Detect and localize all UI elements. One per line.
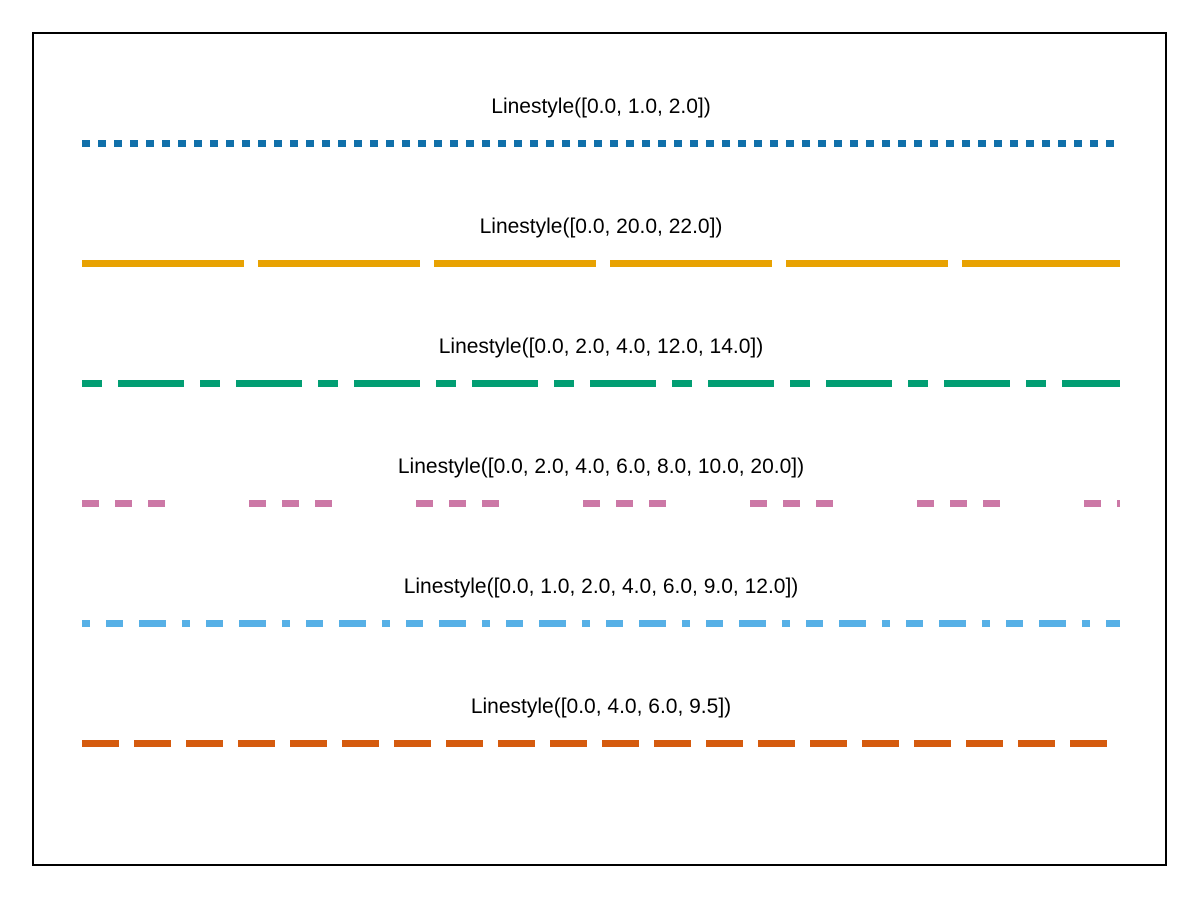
linestyle-row: Linestyle([0.0, 1.0, 2.0, 4.0, 6.0, 9.0,…: [82, 574, 1120, 670]
dash-stroke: [82, 620, 1120, 627]
linestyle-line-4: [82, 620, 1120, 627]
linestyle-label: Linestyle([0.0, 1.0, 2.0, 4.0, 6.0, 9.0,…: [403, 575, 799, 598]
dash-stroke: [82, 140, 1120, 147]
linestyle-label: Linestyle([0.0, 1.0, 2.0]): [491, 95, 711, 118]
linestyle-label: Linestyle([0.0, 2.0, 4.0, 6.0, 8.0, 10.0…: [397, 455, 805, 478]
linestyle-row: Linestyle([0.0, 2.0, 4.0, 12.0, 14.0]): [82, 334, 1120, 430]
linestyle-label: Linestyle([0.0, 2.0, 4.0, 12.0, 14.0]): [438, 335, 764, 358]
linestyle-line-5: [82, 740, 1120, 747]
linestyle-row: Linestyle([0.0, 4.0, 6.0, 9.5]): [82, 694, 1120, 790]
linestyle-line-0: [82, 140, 1120, 147]
dash-stroke: [82, 500, 1120, 507]
linestyle-row: Linestyle([0.0, 1.0, 2.0]): [82, 94, 1120, 190]
linestyle-line-3: [82, 500, 1120, 507]
dash-stroke: [82, 260, 1120, 267]
dash-stroke: [82, 380, 1120, 387]
linestyle-line-2: [82, 380, 1120, 387]
linestyle-row: Linestyle([0.0, 20.0, 22.0]): [82, 214, 1120, 310]
linestyle-row: Linestyle([0.0, 2.0, 4.0, 6.0, 8.0, 10.0…: [82, 454, 1120, 550]
linestyle-label: Linestyle([0.0, 20.0, 22.0]): [479, 215, 723, 238]
plot-area: Linestyle([0.0, 1.0, 2.0]) Linestyle([0.…: [34, 34, 1165, 864]
dash-stroke: [82, 740, 1120, 747]
axes-frame: Linestyle([0.0, 1.0, 2.0]) Linestyle([0.…: [32, 32, 1167, 866]
linestyle-label: Linestyle([0.0, 4.0, 6.0, 9.5]): [470, 695, 732, 718]
linestyle-line-1: [82, 260, 1120, 267]
